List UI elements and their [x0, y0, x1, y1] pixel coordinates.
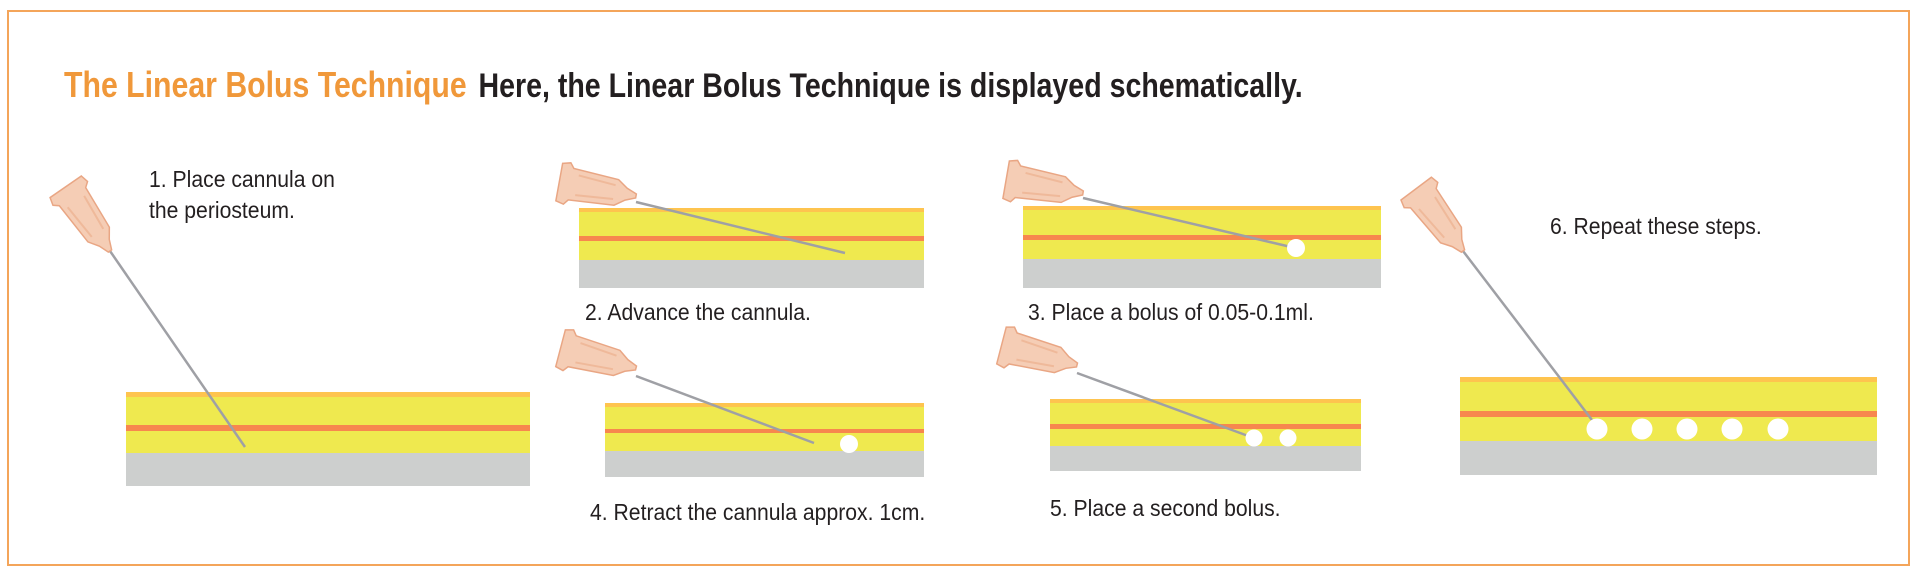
- tissue-layers-step-6: [1460, 377, 1877, 475]
- cannula-step-1: [47, 173, 247, 448]
- cannula-step-5: [995, 324, 1297, 447]
- step-5-caption: 5. Place a second bolus.: [1050, 495, 1281, 521]
- bolus: [1721, 418, 1743, 440]
- bolus: [840, 435, 858, 453]
- tissue-layers-step-4: [605, 403, 924, 477]
- diagram-title: The Linear Bolus Technique: [64, 64, 467, 105]
- diagram-subtitle: Here, the Linear Bolus Technique is disp…: [478, 67, 1303, 105]
- step-4-caption: 4. Retract the cannula approx. 1cm.: [590, 499, 926, 525]
- cannula-step-3: [1001, 158, 1305, 257]
- cannula-step-6: [1398, 175, 1789, 440]
- step-6-caption: 6. Repeat these steps.: [1550, 213, 1762, 239]
- bolus: [1676, 418, 1698, 440]
- cannula-step-2: [554, 160, 846, 255]
- bolus: [1245, 429, 1263, 447]
- header: The Linear Bolus Technique Here, the Line…: [64, 64, 1303, 106]
- step-1-line-2: the periosteum.: [149, 197, 295, 223]
- bolus: [1767, 418, 1789, 440]
- bolus: [1631, 418, 1653, 440]
- bolus: [1287, 239, 1305, 257]
- bolus: [1586, 418, 1608, 440]
- diagram-frame: [7, 10, 1910, 566]
- tissue-layers-step-3: [1023, 206, 1381, 288]
- step-1-line-1: 1. Place cannula on: [149, 166, 335, 192]
- step-3-caption: 3. Place a bolus of 0.05-0.1ml.: [1028, 299, 1314, 325]
- tissue-layers-step-5: [1050, 399, 1361, 471]
- tissue-layers-step-2: [579, 208, 924, 288]
- step-2-caption: 2. Advance the cannula.: [585, 299, 811, 325]
- tissue-layers-step-1: [126, 392, 530, 486]
- bolus: [1279, 429, 1297, 447]
- cannula-step-4: [554, 326, 858, 453]
- step-1-caption: 1. Place cannula on the periosteum.: [149, 164, 335, 226]
